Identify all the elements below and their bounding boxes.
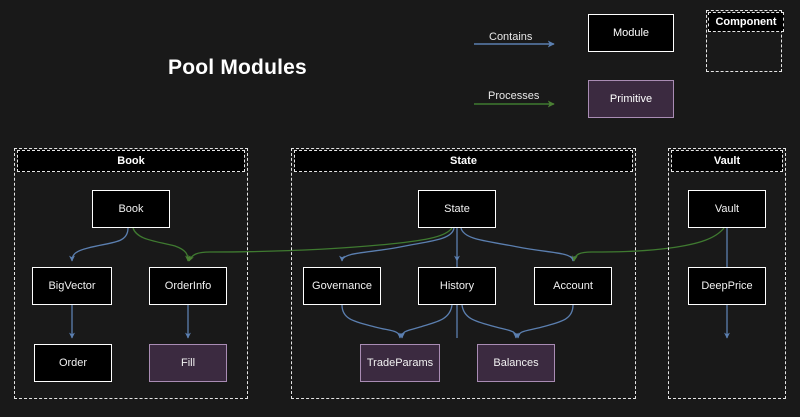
legend-primitive-swatch: Primitive [588,80,674,118]
cluster-book [14,148,248,399]
node-governance[interactable]: Governance [303,267,381,305]
node-order[interactable]: Order [34,344,112,382]
legend-processes-label: Processes [488,90,540,102]
node-account[interactable]: Account [534,267,612,305]
node-balances[interactable]: Balances [477,344,555,382]
node-bigvector[interactable]: BigVector [32,267,112,305]
cluster-state [291,148,636,399]
legend-contains-label: Contains [489,31,533,43]
node-state[interactable]: State [418,190,496,228]
node-fill[interactable]: Fill [149,344,227,382]
cluster-vault-label: Vault [671,150,783,172]
node-history[interactable]: History [418,267,496,305]
node-deepprice[interactable]: DeepPrice [688,267,766,305]
cluster-book-label: Book [17,150,245,172]
node-book[interactable]: Book [92,190,170,228]
cluster-state-label: State [294,150,633,172]
node-vault[interactable]: Vault [688,190,766,228]
cluster-vault [668,148,786,399]
node-orderinfo[interactable]: OrderInfo [149,267,227,305]
legend-module-swatch: Module [588,14,674,52]
legend-component-swatch [706,10,782,72]
node-tradeparams[interactable]: TradeParams [360,344,440,382]
legend-component-label: Component [708,12,784,32]
page-title: Pool Modules [168,56,307,79]
